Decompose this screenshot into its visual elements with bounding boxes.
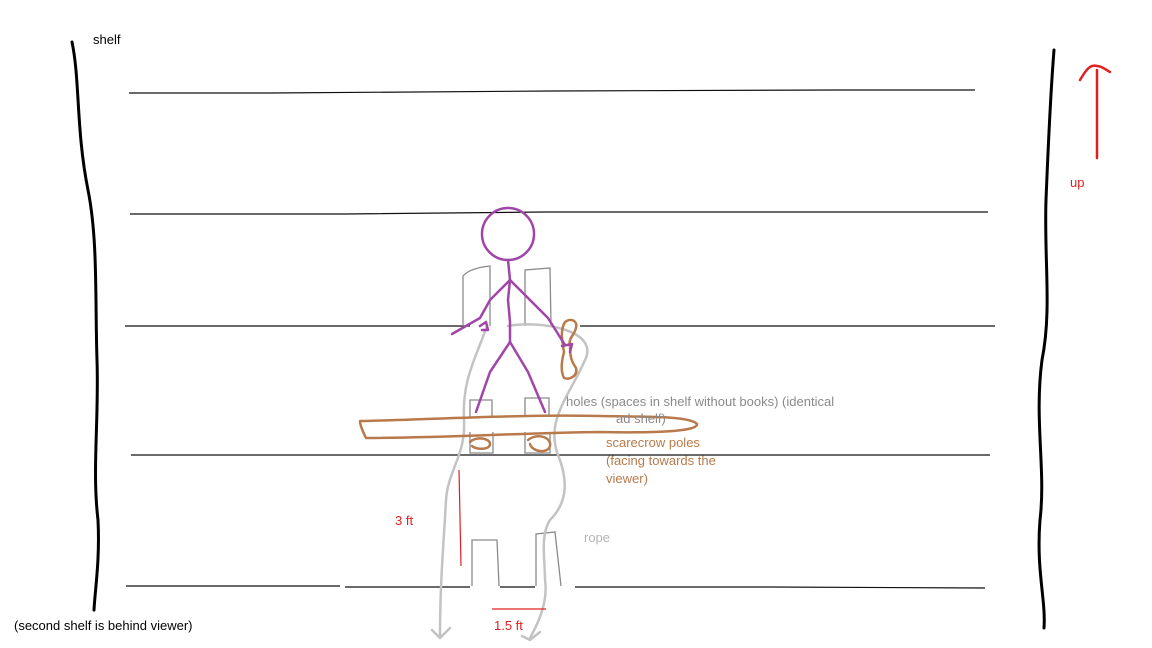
scarecrow-label-line3: viewer)	[606, 471, 648, 486]
second-shelf-note: (second shelf is behind viewer)	[14, 618, 192, 633]
left-shelf-edge	[70, 40, 100, 612]
scarecrow-label-line1: scarecrow poles	[606, 435, 700, 450]
figure-right-leg	[508, 340, 547, 414]
up-label: up	[1070, 175, 1084, 190]
scarecrow-pole	[358, 318, 699, 453]
hole-upper-right	[524, 267, 552, 327]
shelf-line-2	[130, 211, 988, 215]
shelf-line-5	[126, 585, 986, 589]
pole-vertical	[560, 318, 578, 380]
pole-hole-right	[526, 435, 552, 453]
rope	[430, 323, 589, 642]
scarecrow-label-line2: (facing towards the	[606, 453, 716, 468]
figure-head	[480, 206, 536, 262]
rope-left-arrowhead	[430, 626, 452, 640]
figure-right-arm	[508, 278, 567, 347]
rope-label: rope	[584, 530, 610, 545]
height-label: 3 ft	[395, 513, 413, 528]
right-shelf-edge	[1037, 48, 1056, 630]
rope-right-arrowhead	[520, 630, 542, 642]
hole-lower-right	[535, 531, 562, 587]
hole-mid-right	[524, 397, 551, 454]
up-arrow	[1078, 64, 1112, 160]
figure-left-hand	[478, 320, 490, 332]
width-label: 1.5 ft	[494, 618, 523, 633]
shelf-lines	[125, 89, 995, 589]
shelf-label: shelf	[93, 32, 121, 47]
height-measure-line	[458, 469, 462, 567]
hole-lower-left	[471, 539, 500, 587]
up-arrow-head	[1078, 64, 1112, 82]
figure-torso	[506, 258, 512, 344]
figure-left-leg	[474, 340, 512, 414]
holes	[462, 265, 562, 587]
holes-label: holes (spaces in shelf without books) (i…	[566, 394, 834, 409]
holes-label-cont: ad shelf)	[616, 411, 666, 426]
shelf-line-1	[129, 89, 975, 94]
stick-figure	[450, 206, 574, 414]
figure-right-hand	[560, 342, 574, 354]
figure-left-arm	[450, 278, 512, 336]
rope-right-strand	[506, 323, 589, 640]
pole-horizontal	[358, 414, 699, 440]
pole-hole-left	[468, 437, 492, 450]
rope-left-strand	[438, 324, 489, 638]
hole-upper-left	[462, 265, 491, 326]
